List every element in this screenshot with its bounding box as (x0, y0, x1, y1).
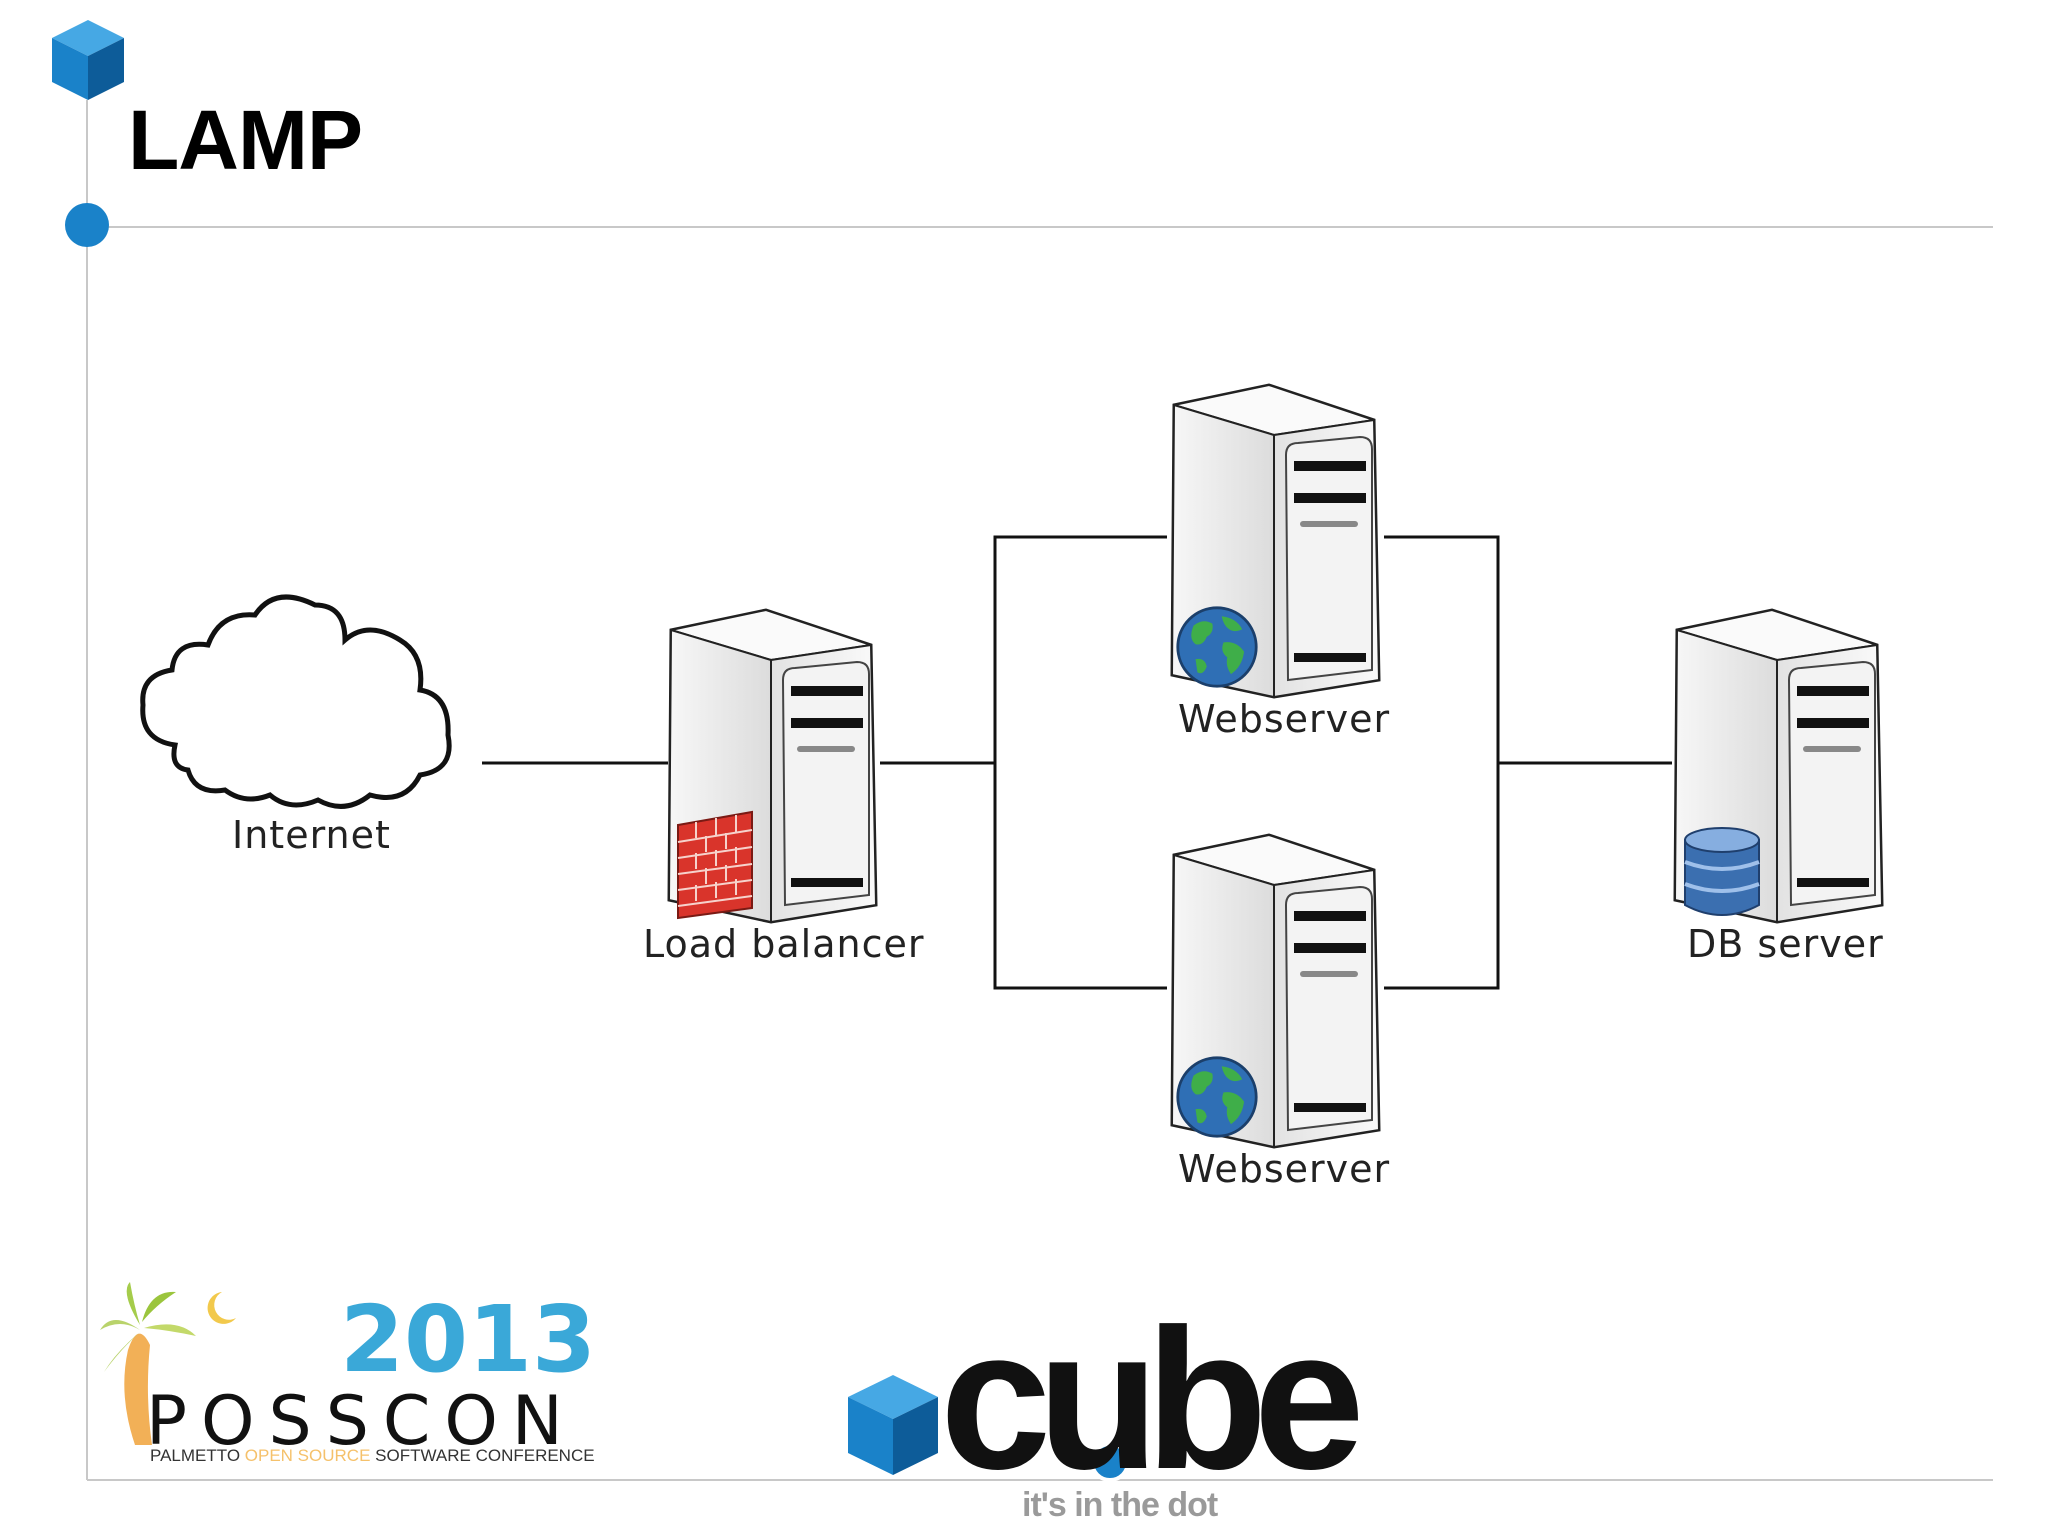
node-label-webserver-2: Webserver (1178, 1147, 1391, 1191)
cloud-icon (140, 594, 452, 809)
cube-brand-logo-icon (848, 1375, 1130, 1482)
cube-wordmark: cube (940, 1288, 1365, 1511)
slide-title: LAMP (128, 93, 363, 187)
edge-lb-webservers (993, 535, 1167, 990)
node-label-db-server: DB server (1687, 922, 1884, 966)
node-label-load-balancer: Load balancer (643, 922, 925, 966)
node-label-internet: Internet (232, 813, 391, 857)
posscon-year: 2013 (340, 1286, 597, 1393)
posscon-palm-logo-icon (100, 1282, 236, 1445)
database-icon (1684, 827, 1760, 916)
connection-lines (482, 535, 1672, 990)
posscon-subtitle-a: PALMETTO (150, 1446, 245, 1465)
node-label-webserver-1: Webserver (1178, 697, 1391, 741)
webserver-1-globe-icon (1176, 606, 1258, 688)
timeline-dot-icon (65, 203, 109, 247)
posscon-subtitle-c: SOFTWARE CONFERENCE (370, 1446, 595, 1465)
webserver-2-globe-icon (1176, 1056, 1258, 1138)
posscon-subtitle: PALMETTO OPEN SOURCE SOFTWARE CONFERENCE (150, 1446, 595, 1466)
cube-tagline: it's in the dot (1022, 1486, 1218, 1524)
firewall-icon (677, 810, 753, 920)
cube-logo-icon (52, 20, 124, 100)
edge-webservers-db (1384, 535, 1500, 990)
posscon-subtitle-b: OPEN SOURCE (244, 1446, 371, 1465)
posscon-name: POSSCON (146, 1382, 577, 1461)
